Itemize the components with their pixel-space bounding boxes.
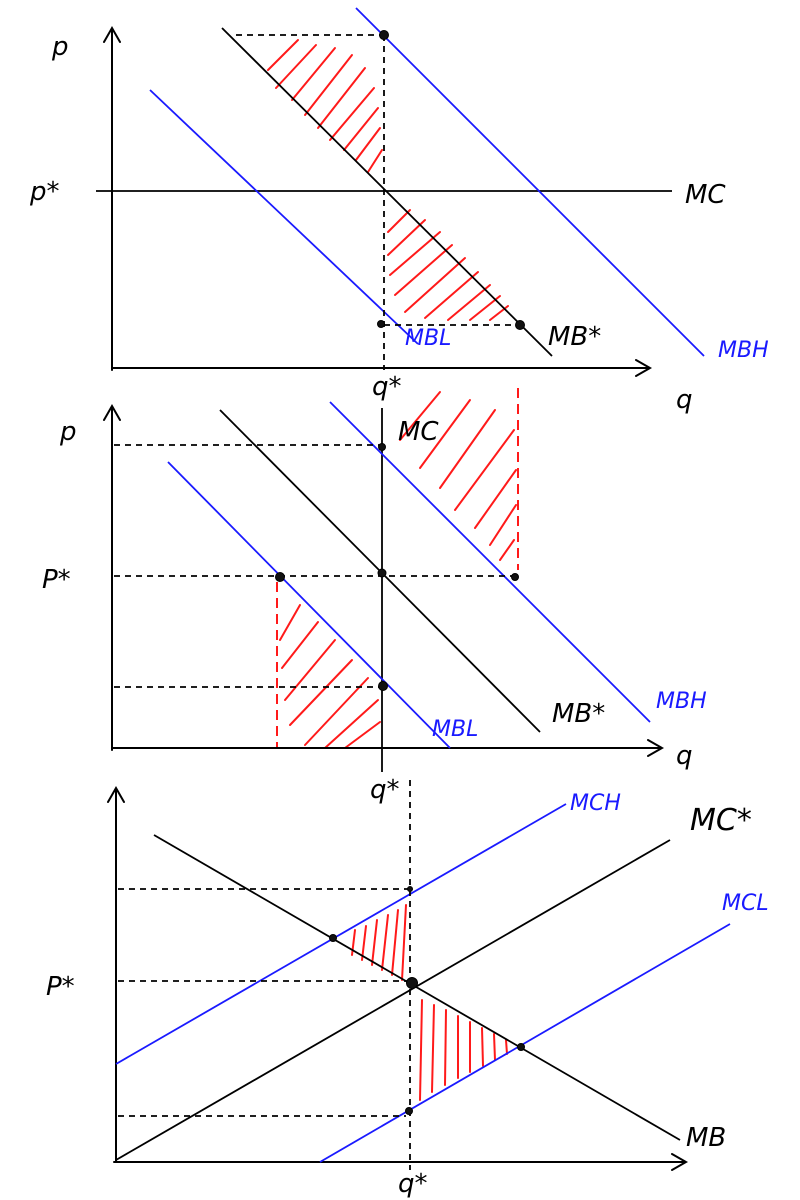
panel-1-point-mbstar [515, 320, 525, 330]
panel-1-x-axis-label: q [676, 385, 693, 415]
panel-1-price-label: p* [29, 177, 60, 207]
panel-1-hatch-lower [387, 209, 509, 321]
panel-2-price-label: P* [42, 565, 71, 595]
panel-1-mb-low-line [149, 89, 419, 345]
panel-3-hatch-upper [351, 904, 407, 981]
panel-1: p p* MC MB* MBL MBH q* q [29, 7, 769, 415]
panel-2: p MC P* MB* MBL MBH q q* [42, 388, 707, 805]
panel-1-mb-star-line [221, 27, 553, 357]
panel-1-quantity-label: q* [372, 372, 402, 402]
panel-2-point-bottom [378, 681, 388, 691]
panel-1-mb-low-label: MBL [405, 326, 451, 351]
panel-2-mb-low-line [167, 461, 451, 749]
panel-2-quantity-label: q* [370, 775, 400, 805]
panel-2-point-mbl [275, 572, 285, 582]
panel-1-mb-high-line [355, 7, 705, 357]
panel-2-x-axis-label: q [676, 741, 693, 771]
panel-2-mb-star-label: MB* [552, 699, 605, 729]
panel-1-y-axis [103, 25, 121, 371]
panel-2-mc-label: MC [398, 417, 439, 447]
panel-3-mc-low-label: MCL [722, 891, 769, 916]
panel-2-point-top [378, 443, 386, 451]
panel-2-point-mbh [511, 573, 519, 581]
panel-3-price-label: P* [46, 972, 75, 1002]
panel-3-mc-high-line [115, 803, 567, 1065]
panel-3-point-equilibrium [406, 977, 418, 989]
panel-1-x-axis [111, 359, 653, 377]
panel-3-mb-label: MB [686, 1123, 726, 1153]
panel-1-y-axis-label: p [51, 32, 69, 62]
panel-2-hatch-upper [399, 391, 517, 561]
panel-3-point-bottom [405, 1107, 413, 1115]
panel-3-mc-star-line [115, 839, 671, 1161]
panel-2-point-center [377, 568, 387, 578]
panel-3-mc-high-label: MCH [570, 791, 621, 816]
panel-3-hatch-lower [419, 999, 508, 1101]
panel-1-mb-star-label: MB* [548, 322, 601, 352]
panel-3-point-mcl [517, 1043, 525, 1051]
panel-1-hatch-upper [267, 39, 383, 173]
panel-2-mb-high-label: MBH [656, 689, 707, 714]
panel-1-mc-label: MC [685, 180, 726, 210]
panel-1-point-top [379, 30, 389, 40]
panel-3-y-axis [107, 785, 125, 1163]
panel-1-mb-high-label: MBH [718, 338, 769, 363]
panel-2-mb-low-label: MBL [432, 717, 478, 742]
panel-3-x-axis [113, 1153, 689, 1171]
panel-3-point-top [407, 886, 413, 892]
panel-3-quantity-label: q* [398, 1169, 428, 1199]
panel-2-x-axis [111, 739, 665, 757]
panel-1-point-mbl [377, 320, 385, 328]
panel-3-mc-star-label: MC* [690, 803, 752, 838]
panel-2-mb-high-line [329, 401, 651, 723]
panel-3-point-mch [329, 934, 337, 942]
panel-3-mb-line [153, 834, 681, 1141]
panel-2-y-axis [103, 403, 121, 751]
panel-3-mc-low-line [319, 923, 731, 1163]
panel-3: P* MCH MC* MCL MB q* [46, 780, 769, 1199]
panel-2-hatch-lower [279, 604, 381, 749]
panel-2-y-axis-label: p [59, 417, 77, 447]
